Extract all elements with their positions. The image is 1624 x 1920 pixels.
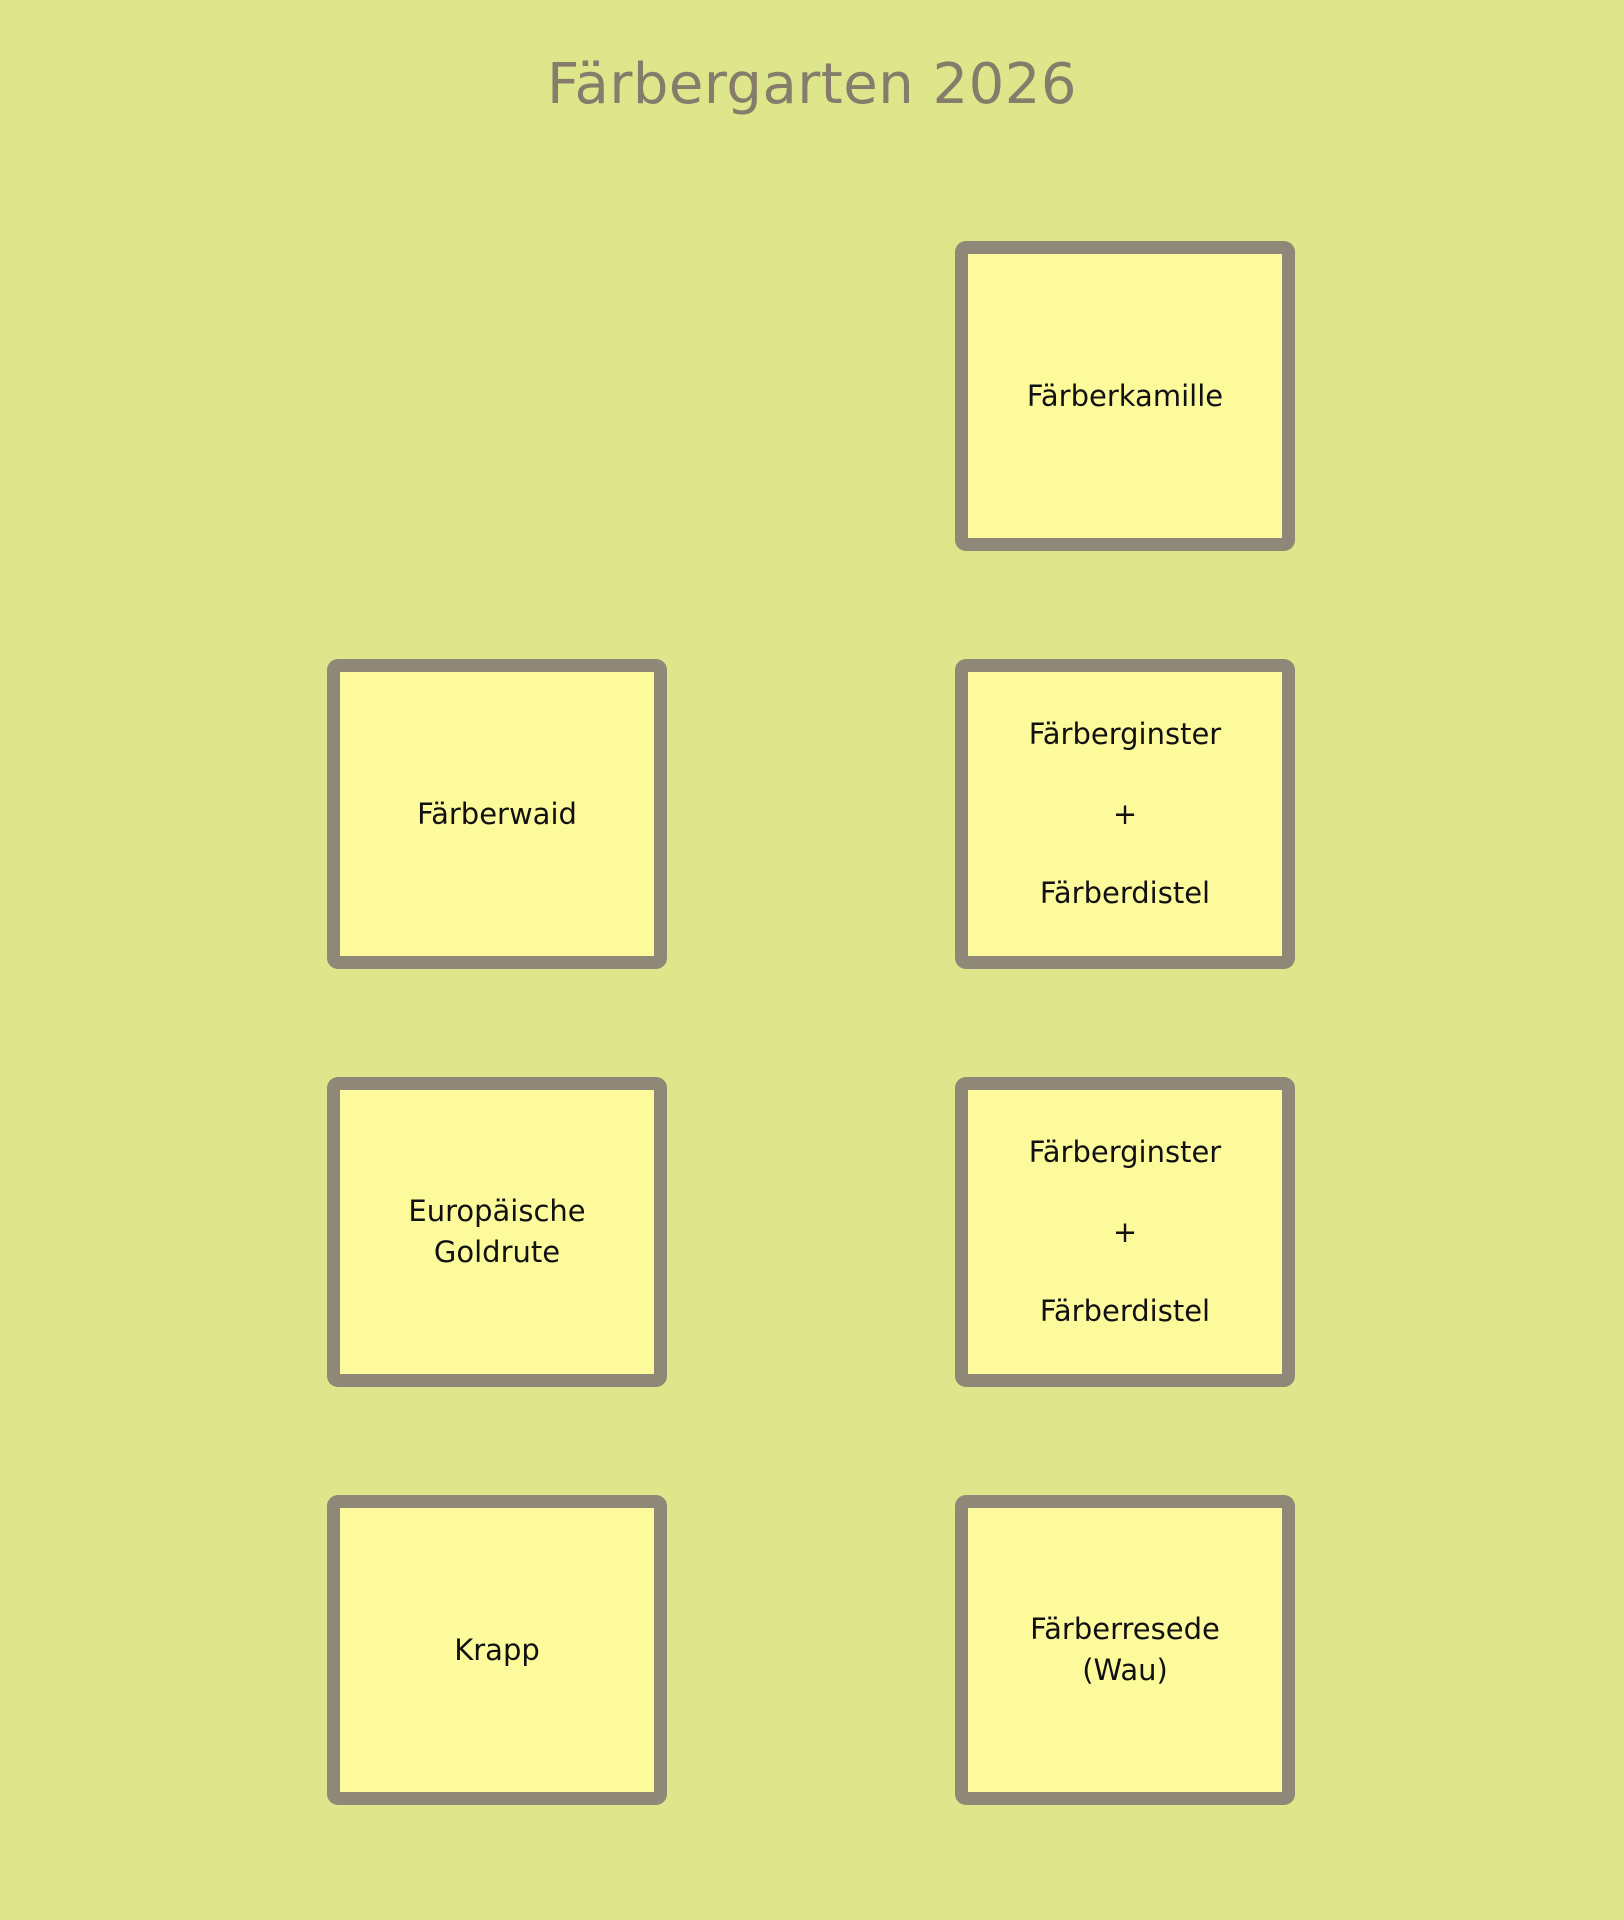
bed-label-plus: +: [1112, 796, 1138, 831]
bed-label-line1: Färberresede: [1030, 1612, 1220, 1647]
bed-label-plus: +: [1112, 1214, 1138, 1249]
bed-label: Krapp: [454, 1632, 540, 1667]
bed-goldrute: Europäische Goldrute: [328, 1078, 666, 1386]
bed-label-top: Färberginster: [1028, 717, 1222, 751]
bed-label-top: Färberginster: [1028, 1135, 1222, 1169]
bed-label: Färberwaid: [417, 796, 577, 831]
bed-label-line2: (Wau): [1082, 1653, 1168, 1687]
bed-label-line2: Goldrute: [433, 1235, 561, 1269]
bed-faerberginster-faerberdistel-1: Färberginster + Färberdistel: [956, 660, 1294, 968]
bed-faerberwaid: Färberwaid: [328, 660, 666, 968]
bed-faerberresede: Färberresede (Wau): [956, 1496, 1294, 1804]
bed-label-bottom: Färberdistel: [1039, 1294, 1211, 1329]
bed-krapp: Krapp: [328, 1496, 666, 1804]
bed-label-line1: Europäische: [408, 1194, 586, 1229]
page-title: Färbergarten 2026: [546, 52, 1078, 117]
bed-label: Färberkamille: [1026, 378, 1224, 413]
bed-faerberkamille: Färberkamille: [956, 242, 1294, 550]
bed-label-bottom: Färberdistel: [1039, 876, 1211, 911]
bed-faerberginster-faerberdistel-2: Färberginster + Färberdistel: [956, 1078, 1294, 1386]
